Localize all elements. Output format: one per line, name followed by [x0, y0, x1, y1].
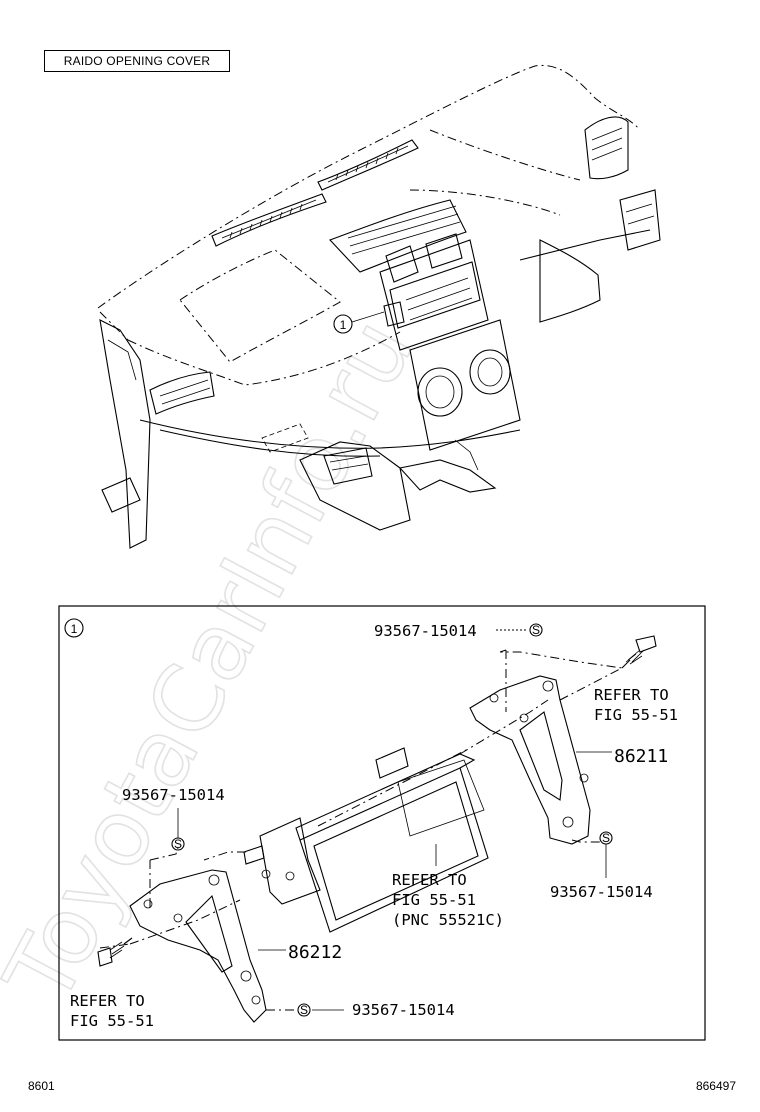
overview-callout-number: 1 [340, 318, 347, 332]
bracket-86212 [129, 869, 267, 1023]
screw-top [621, 635, 657, 669]
detail-callout-circle [64, 618, 84, 638]
label-screw-right: 93567-15014 [550, 883, 653, 901]
label-refer-mid-3: (PNC 55521C) [392, 911, 504, 929]
svg-text:S: S [300, 1003, 308, 1017]
screw-bottom-left [97, 937, 133, 967]
dashboard-illustration: 1 [97, 64, 661, 549]
label-refer-top-2: FIG 55-51 [594, 706, 678, 724]
svg-text:S: S [602, 831, 610, 845]
label-refer-bottom-2: FIG 55-51 [70, 1012, 154, 1030]
label-part-86211: 86211 [614, 746, 668, 767]
label-screw-bottom: 93567-15014 [352, 1001, 455, 1019]
overview-callout-circle [333, 314, 353, 334]
footer-left-code: 8601 [28, 1079, 55, 1093]
svg-text:S: S [532, 623, 540, 637]
label-part-86212: 86212 [288, 942, 342, 963]
s-symbol-top: S [529, 623, 543, 637]
label-refer-top-1: REFER TO [594, 686, 669, 704]
bracket-86211 [469, 675, 591, 845]
label-refer-mid-1: REFER TO [392, 871, 467, 889]
label-refer-bottom-1: REFER TO [70, 992, 145, 1010]
s-symbol-right: S [599, 831, 613, 845]
detail-callout-number: 1 [71, 622, 78, 636]
label-screw-left: 93567-15014 [122, 786, 225, 804]
s-symbol-left: S [171, 837, 185, 851]
footer-right-code: 866497 [696, 1079, 736, 1093]
diagram-title: RAIDO OPENING COVER [44, 50, 230, 72]
detail-frame [58, 605, 706, 1041]
label-refer-mid-2: FIG 55-51 [392, 891, 476, 909]
label-screw-top: 93567-15014 [374, 622, 477, 640]
svg-text:S: S [174, 837, 182, 851]
s-symbol-bottom: S [297, 1003, 311, 1017]
